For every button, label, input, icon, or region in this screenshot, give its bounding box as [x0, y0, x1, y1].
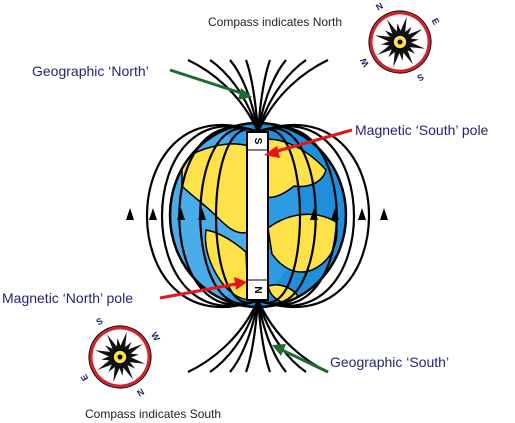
geographic-north-arrow	[169, 68, 252, 100]
field-line-top	[244, 59, 260, 133]
magnet-top-pole: S	[252, 138, 263, 145]
compass-top-letter-w: W	[358, 56, 371, 69]
field-line-bottom	[244, 299, 260, 373]
field-line-arrows	[126, 208, 388, 220]
compass-top-letter-s: S	[415, 72, 425, 84]
field-line-arrow-icon	[331, 208, 339, 220]
geographic-south-arrow	[272, 344, 329, 374]
field-line-bottom	[229, 299, 260, 373]
field-line-bottom	[187, 299, 260, 373]
field-line-arrow-icon	[126, 208, 134, 220]
field-line-bottom	[256, 299, 272, 373]
field-line-bottom	[209, 299, 260, 373]
field-line	[215, 128, 259, 304]
compass-rose-icon	[368, 10, 432, 74]
field-line-top	[187, 59, 260, 133]
compass-bottom-letter-w: W	[149, 330, 162, 343]
compass-rose-icon	[88, 325, 152, 389]
geographic-north-label: Geographic ‘North’	[32, 63, 149, 79]
compass-bottom-letter-s: S	[94, 316, 104, 328]
field-line-top	[256, 59, 307, 133]
compass-bottom-caption: Compass indicates South	[85, 407, 221, 421]
compass-bottom: N E S W	[79, 316, 163, 399]
field-line	[257, 128, 301, 304]
field-line-arrow-icon	[358, 208, 366, 220]
field-line-top	[256, 59, 287, 133]
field-line-top	[209, 59, 260, 133]
field-line-arrow-icon	[198, 208, 206, 220]
field-line-arrow-icon	[310, 208, 318, 220]
compass-top-letter-e: E	[430, 16, 442, 26]
field-line	[257, 123, 370, 309]
compass-top-caption: Compass indicates North	[208, 15, 342, 29]
field-line-top	[229, 59, 260, 133]
field-line	[146, 123, 259, 309]
magnetic-north-pole-label: Magnetic ‘North’ pole	[2, 290, 133, 306]
compass-bottom-letter-e: E	[79, 372, 91, 382]
field-line-arrow-icon	[177, 208, 185, 220]
bar-magnet: S N	[246, 131, 269, 301]
magnetic-south-pole-arrow	[264, 128, 353, 158]
magnetic-north-pole-arrow	[159, 277, 247, 300]
field-line-top	[256, 59, 272, 133]
field-line-arrow-icon	[149, 208, 157, 220]
field-line	[160, 125, 259, 307]
compass-top-letter-n: N	[374, 1, 385, 13]
magnetic-south-pole-label: Magnetic ‘South’ pole	[355, 122, 489, 138]
field-line	[257, 125, 356, 307]
field-line-top	[256, 59, 329, 133]
magnet-bottom-pole: N	[252, 286, 263, 293]
compass-top: N E S W	[358, 1, 442, 84]
compass-bottom-letter-n: N	[135, 387, 146, 399]
field-line-arrow-icon	[380, 208, 388, 220]
field-line-bottom	[256, 299, 287, 373]
field-lines	[146, 59, 370, 373]
geographic-south-label: Geographic ‘South’	[330, 354, 449, 370]
